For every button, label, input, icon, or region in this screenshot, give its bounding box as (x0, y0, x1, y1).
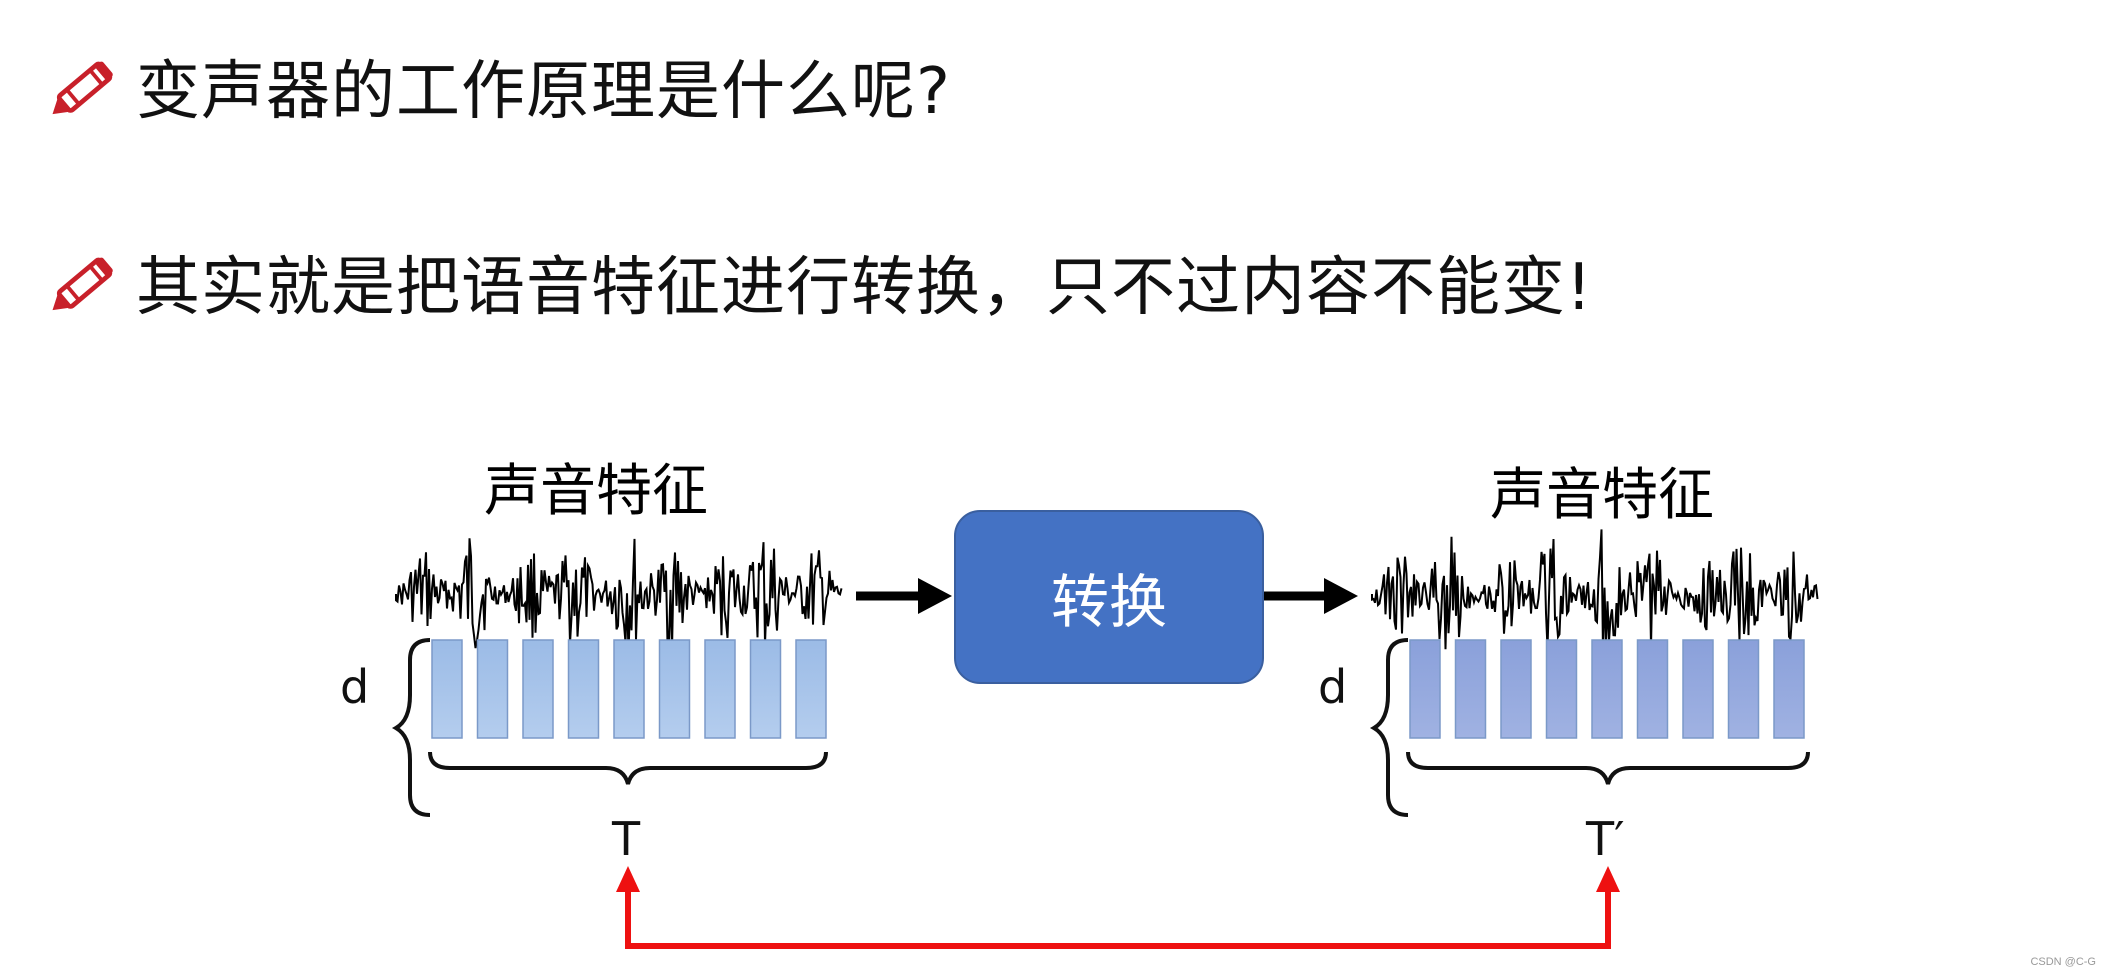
feature-bar (658, 639, 691, 739)
time-brace-right (1406, 751, 1810, 785)
arrow-to-transform (856, 578, 952, 614)
dimension-label-left: d (340, 660, 370, 714)
feature-bar (1500, 639, 1532, 739)
dimension-brace-right (1369, 638, 1409, 817)
feature-bar (1682, 639, 1714, 739)
pencil-icon (52, 61, 113, 115)
feature-bar (795, 639, 827, 739)
output-waveform (1371, 529, 1819, 654)
bullet-line-2: 其实就是把语音特征进行转换，只不过内容不能变! (48, 236, 1593, 328)
dimension-brace-left (391, 638, 431, 817)
time-label-right: T′ (1586, 812, 1625, 866)
feature-bar (704, 639, 736, 739)
feature-bar (1636, 639, 1669, 739)
output-feature-bars (1409, 639, 1805, 739)
feature-bar (1727, 639, 1760, 739)
dimension-label-right: d (1318, 660, 1348, 714)
feature-bar (613, 639, 645, 739)
output-feature-label: 声音特征 (1490, 463, 1714, 528)
time-brace-left (428, 751, 828, 785)
bullet-text: 其实就是把语音特征进行转换，只不过内容不能变! (136, 251, 1593, 325)
feature-bar (1454, 639, 1487, 739)
time-label-left: T (612, 812, 641, 866)
feature-bar (431, 639, 463, 739)
watermark: CSDN @C-G (2030, 956, 2096, 968)
bullet-text: 变声器的工作原理是什么呢? (136, 55, 951, 129)
transform-box: 转换 (954, 510, 1264, 684)
feature-bar (1545, 639, 1578, 739)
input-feature-label: 声音特征 (484, 459, 708, 524)
input-waveform (395, 538, 843, 654)
pencil-icon (52, 257, 113, 311)
feature-bar (476, 639, 509, 739)
feature-bar (567, 639, 600, 739)
feature-bar (522, 639, 554, 739)
length-link-arrow (616, 866, 1620, 949)
input-feature-bars (431, 639, 827, 739)
arrow-from-transform (1264, 578, 1358, 614)
feature-bar (749, 639, 782, 739)
feature-bar (1591, 639, 1623, 739)
feature-bar (1773, 639, 1805, 739)
feature-bar (1409, 639, 1441, 739)
bullet-line-1: 变声器的工作原理是什么呢? (48, 40, 951, 132)
transform-label: 转换 (1050, 568, 1167, 636)
